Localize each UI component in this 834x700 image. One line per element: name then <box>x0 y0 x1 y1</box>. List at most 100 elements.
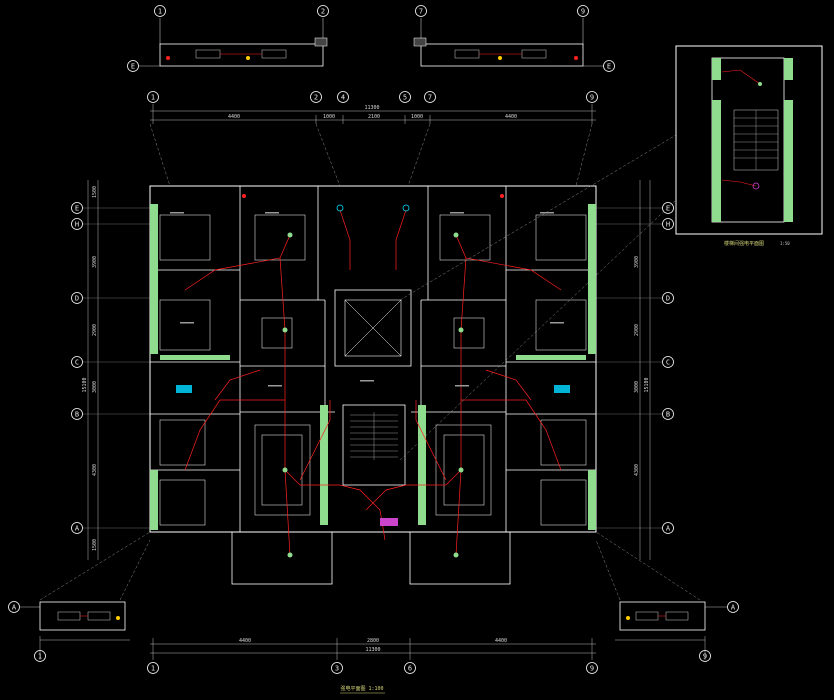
socket-icon <box>242 194 246 198</box>
light-fixture-icon <box>402 204 410 212</box>
axis-label-bottom-1: 1 <box>151 665 155 673</box>
dim-left-6: 1500 <box>92 539 98 551</box>
lamp-icon <box>453 232 459 238</box>
lamp-icon <box>458 467 464 473</box>
axis-label-partial-E-left: E <box>131 63 135 71</box>
axis-label-bottom-right-9: 9 <box>703 653 707 661</box>
axis-bubble-partial-A-right: A <box>705 601 739 613</box>
dimension-top: 11300 4400 1000 2100 1000 4400 <box>150 104 596 124</box>
dim-bottom-1: 4400 <box>239 638 251 644</box>
axis-label-top-1: 1 <box>158 8 162 16</box>
meter-box-icon <box>380 518 398 526</box>
axis-bubble-top-9: 9 <box>577 5 589 45</box>
dimension-bottom: 4400 2800 4400 11300 <box>150 638 596 660</box>
dim-bottom-3: 4400 <box>495 638 507 644</box>
dim-bottom-2: 2800 <box>367 638 379 644</box>
axis-bubble-left-H: H <box>71 218 150 230</box>
dim-top-2: 1000 <box>323 114 335 120</box>
dim-right-1: 3900 <box>634 256 640 268</box>
axis-label-bottom-3: 3 <box>335 665 339 673</box>
lamp-icon <box>282 327 288 333</box>
axis-label-right-C: C <box>666 359 670 367</box>
axis-label-mid-4: 4 <box>341 94 345 102</box>
room-tags <box>170 212 564 387</box>
stair-light-icon <box>752 182 760 190</box>
axis-bubble-left-E: E <box>71 202 150 214</box>
axis-label-partial-A-right: A <box>731 604 736 612</box>
axis-bubble-left-C: C <box>71 356 150 368</box>
axis-label-left-E: E <box>75 205 79 213</box>
axis-bubble-top-1: 1 <box>154 5 166 45</box>
dim-bottom-total: 11300 <box>365 647 380 653</box>
top-axis-row: 1 2 7 9 <box>154 5 589 45</box>
axis-label-top-7: 7 <box>419 8 423 16</box>
axis-bubble-right-D: D <box>596 292 674 304</box>
axis-label-partial-E-right: E <box>607 63 611 71</box>
lamp-icon <box>458 327 464 333</box>
dim-right-2: 2900 <box>634 324 640 336</box>
distribution-box-icon <box>176 385 192 393</box>
insulation-strips <box>150 204 596 530</box>
axis-bubble-left-B: B <box>71 408 150 420</box>
axis-bubble-bottom-1: 1 <box>147 662 159 674</box>
axis-label-mid-7: 7 <box>428 94 432 102</box>
axis-bubble-mid-5: 5 <box>399 91 411 103</box>
drawing-title-block: 强电平面图 1:100 <box>340 685 385 694</box>
dim-top-1: 4400 <box>228 114 240 120</box>
axis-bubble-mid-1: 1 <box>147 91 159 103</box>
electrical-devices <box>176 194 570 558</box>
dim-top-5: 4400 <box>505 114 517 120</box>
axis-label-top-2: 2 <box>321 8 325 16</box>
light-fixture-icon <box>336 204 344 212</box>
socket-icon <box>500 194 504 198</box>
dim-left-3: 2900 <box>92 324 98 336</box>
stair-detail-inset: 楼梯间强电平面图 1:50 <box>675 45 823 247</box>
roof-strip-right <box>413 37 584 67</box>
lamp-icon <box>282 467 288 473</box>
axis-bubble-partial-E-right: E <box>583 60 615 72</box>
axis-bubble-bottom-6: 6 <box>404 662 416 674</box>
axis-label-bottom-9: 9 <box>590 665 594 673</box>
axis-label-right-D: D <box>666 295 670 303</box>
axis-label-right-B: B <box>666 411 670 419</box>
axis-label-left-B: B <box>75 411 79 419</box>
axis-label-left-D: D <box>75 295 79 303</box>
axis-label-left-A: A <box>75 525 80 533</box>
dim-left-1: 1500 <box>92 186 98 198</box>
dim-right-3: 3000 <box>634 381 640 393</box>
axis-label-bottom-left-1: 1 <box>38 653 42 661</box>
axis-label-partial-A-left: A <box>12 604 17 612</box>
bottom-axis-row: 1 3 6 9 <box>147 662 598 674</box>
axis-label-right-A: A <box>666 525 671 533</box>
axis-bubble-mid-9: 9 <box>586 91 598 103</box>
axis-bubble-partial-E-left: E <box>127 60 160 72</box>
lamp-icon <box>287 232 293 238</box>
drawing-title: 强电平面图 1:100 <box>340 685 383 692</box>
detail-title: 楼梯间强电平面图 <box>724 240 764 247</box>
axis-bubble-mid-2: 2 <box>310 91 322 103</box>
axis-label-bottom-6: 6 <box>408 665 412 673</box>
axis-bubble-right-C: C <box>596 356 674 368</box>
electrical-wiring <box>184 209 562 556</box>
furniture <box>159 214 587 526</box>
axis-bubble-partial-A-left: A <box>8 601 40 613</box>
detail-scale: 1:50 <box>780 241 790 246</box>
dim-left-2: 3900 <box>92 256 98 268</box>
axis-bubble-right-E: E <box>596 202 674 214</box>
dim-top-3: 2100 <box>368 114 380 120</box>
dim-left-4: 3000 <box>92 381 98 393</box>
dim-right-4: 4300 <box>634 464 640 476</box>
axis-bubble-right-H: H <box>596 218 674 230</box>
axis-label-right-E: E <box>666 205 670 213</box>
axis-label-right-H: H <box>666 221 670 229</box>
axis-bubble-mid-7: 7 <box>424 91 436 103</box>
axis-bubble-right-A: A <box>596 522 674 534</box>
partial-plan-bottom-right: A 9 <box>615 601 739 662</box>
axis-label-mid-9: 9 <box>590 94 594 102</box>
left-axis-column: 15100 1500 3900 2900 3000 4300 1500 E H … <box>71 180 150 560</box>
axis-bubble-mid-4: 4 <box>337 91 349 103</box>
axis-label-mid-2: 2 <box>314 94 318 102</box>
axis-label-mid-5: 5 <box>403 94 407 102</box>
axis-bubble-left-A: A <box>71 522 150 534</box>
